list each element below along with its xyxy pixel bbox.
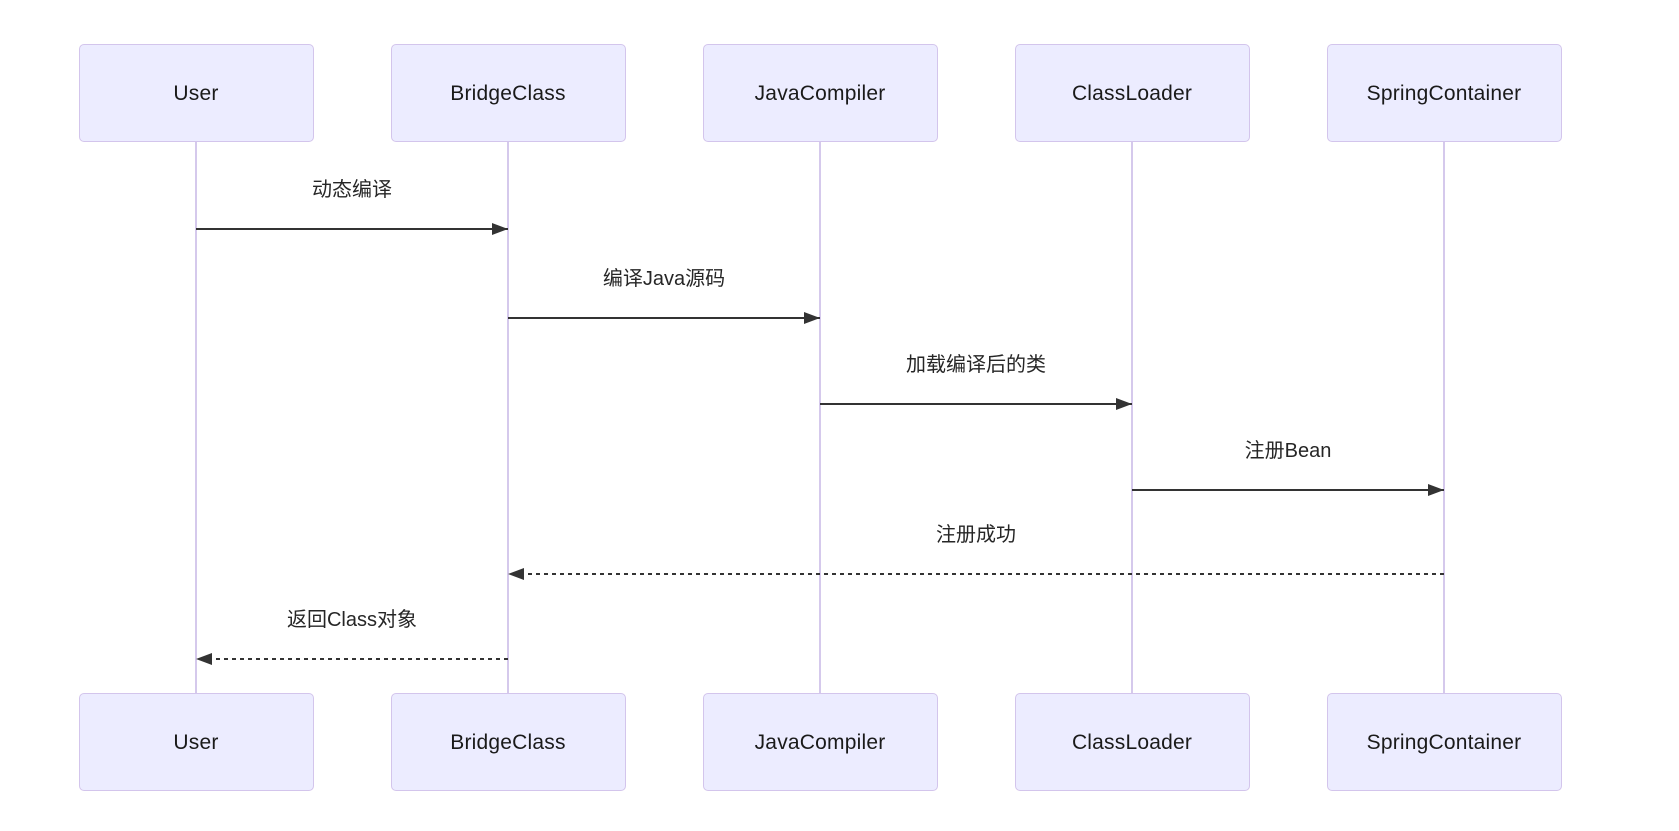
- actor-label: SpringContainer: [1366, 81, 1522, 105]
- actor-label: ClassLoader: [1071, 730, 1193, 754]
- actor-label: ClassLoader: [1071, 81, 1193, 105]
- message-label: 加载编译后的类: [906, 354, 1046, 376]
- message-label: 注册成功: [936, 524, 1016, 546]
- actor-label: JavaCompiler: [754, 730, 886, 754]
- actor-label: BridgeClass: [450, 81, 566, 105]
- actor-top-user: User: [78, 44, 314, 142]
- actor-top-springcontainer: SpringContainer: [1326, 44, 1562, 142]
- actor-bottom-javacompiler: JavaCompiler: [702, 693, 938, 791]
- actor-label: SpringContainer: [1366, 730, 1522, 754]
- lifeline-springcontainer: [1443, 142, 1445, 693]
- actor-top-javacompiler: JavaCompiler: [702, 44, 938, 142]
- actor-label: BridgeClass: [450, 730, 566, 754]
- lifeline-javacompiler: [819, 142, 821, 693]
- actor-label: User: [173, 81, 219, 105]
- actor-bottom-classloader: ClassLoader: [1014, 693, 1250, 791]
- actor-top-bridgeclass: BridgeClass: [390, 44, 626, 142]
- actor-bottom-bridgeclass: BridgeClass: [390, 693, 626, 791]
- lifeline-bridgeclass: [507, 142, 509, 693]
- lifeline-user: [195, 142, 197, 693]
- message-label: 动态编译: [312, 179, 392, 201]
- lifeline-classloader: [1131, 142, 1133, 693]
- actor-label: User: [173, 730, 219, 754]
- actor-bottom-user: User: [78, 693, 314, 791]
- message-label: 返回Class对象: [286, 609, 418, 631]
- actor-label: JavaCompiler: [754, 81, 886, 105]
- actor-top-classloader: ClassLoader: [1014, 44, 1250, 142]
- message-label: 编译Java源码: [602, 268, 726, 290]
- actor-bottom-springcontainer: SpringContainer: [1326, 693, 1562, 791]
- message-label: 注册Bean: [1244, 440, 1332, 462]
